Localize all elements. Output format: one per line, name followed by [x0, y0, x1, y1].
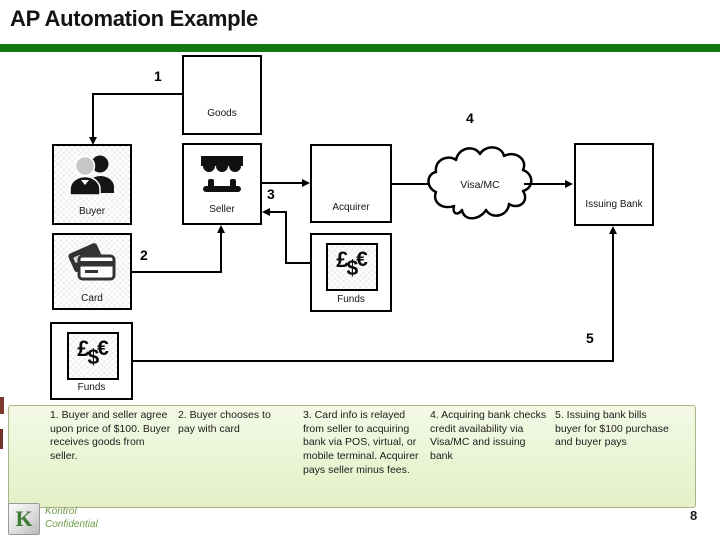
step-4-label: 4	[466, 110, 474, 126]
connector-2-vertical	[220, 231, 222, 273]
connector-3-line	[262, 182, 304, 184]
connector-funds-horizontal	[285, 262, 310, 264]
node-funds-bottom: £ $ € Funds	[50, 322, 133, 400]
node-buyer: Buyer	[52, 144, 132, 225]
kontrol-logo: K	[8, 503, 40, 535]
note-item-4: 4. Acquiring bank checks credit availabi…	[430, 409, 547, 462]
pound-symbol: £	[77, 336, 90, 361]
node-acquirer: Acquirer	[310, 144, 392, 223]
connector-cloud-issuing	[524, 183, 567, 185]
arrowhead-right-issuing	[565, 180, 573, 188]
seller-store-icon	[201, 156, 243, 192]
funds-bottom-label: Funds	[77, 382, 106, 393]
funds-middle-label: Funds	[337, 294, 365, 305]
seller-label: Seller	[209, 204, 235, 215]
page-number: 8	[690, 508, 698, 523]
node-goods: Goods	[182, 55, 262, 135]
page-title: AP Automation Example	[10, 6, 258, 31]
company-name: Kontrol	[45, 506, 77, 517]
cloud-icon	[427, 146, 533, 220]
edge-artifact	[0, 429, 3, 449]
node-card: Card	[52, 233, 132, 310]
confidential-label: Confidential	[45, 519, 98, 530]
node-seller: Seller	[182, 143, 262, 225]
arrowhead-down-buyer	[89, 137, 97, 145]
euro-symbol: €	[97, 337, 109, 360]
step-3-label: 3	[267, 186, 275, 202]
note-item-5: 5. Issuing bank bills buyer for $100 pur…	[555, 409, 669, 449]
connector-5-horizontal	[133, 360, 614, 362]
step-2-label: 2	[140, 247, 148, 263]
node-funds-middle: £ $ € Funds	[310, 233, 392, 312]
connector-funds-vertical	[285, 211, 287, 264]
note-item-2: 2. Buyer chooses to pay with card	[178, 409, 271, 435]
buyer-people-icon	[69, 155, 114, 196]
connector-1-vertical	[92, 93, 94, 138]
buyer-label: Buyer	[78, 206, 106, 217]
node-issuing-bank: Issuing Bank	[574, 143, 654, 226]
connector-funds-to-seller	[268, 211, 287, 213]
connector-acquirer-cloud	[392, 183, 434, 185]
funds-middle-icon: £ $ €	[326, 243, 378, 291]
issuing-bank-label: Issuing Bank	[585, 199, 643, 210]
dollar-symbol: $	[87, 346, 100, 369]
connector-1-horizontal	[92, 93, 182, 95]
logo-letter: K	[15, 506, 33, 531]
dollar-symbol: $	[346, 257, 359, 280]
step-5-label: 5	[586, 330, 594, 346]
pound-symbol: £	[336, 247, 349, 272]
network-label: Visa/MC	[460, 179, 500, 191]
euro-symbol: €	[356, 248, 368, 271]
arrowhead-right-acquirer	[302, 179, 310, 187]
step-1-label: 1	[154, 68, 162, 84]
visa-mc-cloud: Visa/MC	[424, 139, 536, 231]
acquirer-label: Acquirer	[332, 202, 370, 213]
connector-2-horizontal	[132, 271, 222, 273]
notes-panel	[8, 405, 696, 508]
connector-5-vertical	[612, 232, 614, 362]
goods-label: Goods	[207, 108, 237, 119]
footer-text: Kontrol Confidential	[45, 505, 98, 531]
note-item-3: 3. Card info is relayed from seller to a…	[303, 409, 419, 476]
card-label: Card	[81, 293, 103, 304]
note-item-1: 1. Buyer and seller agree upon price of …	[50, 409, 171, 462]
funds-bottom-icon: £ $ €	[67, 332, 119, 380]
arrowhead-up-seller	[217, 225, 225, 233]
arrowhead-left-seller	[262, 208, 270, 216]
edge-artifact	[0, 397, 4, 414]
arrowhead-up-issuing	[609, 226, 617, 234]
accent-bar	[0, 44, 720, 52]
credit-card-icon	[68, 243, 116, 281]
